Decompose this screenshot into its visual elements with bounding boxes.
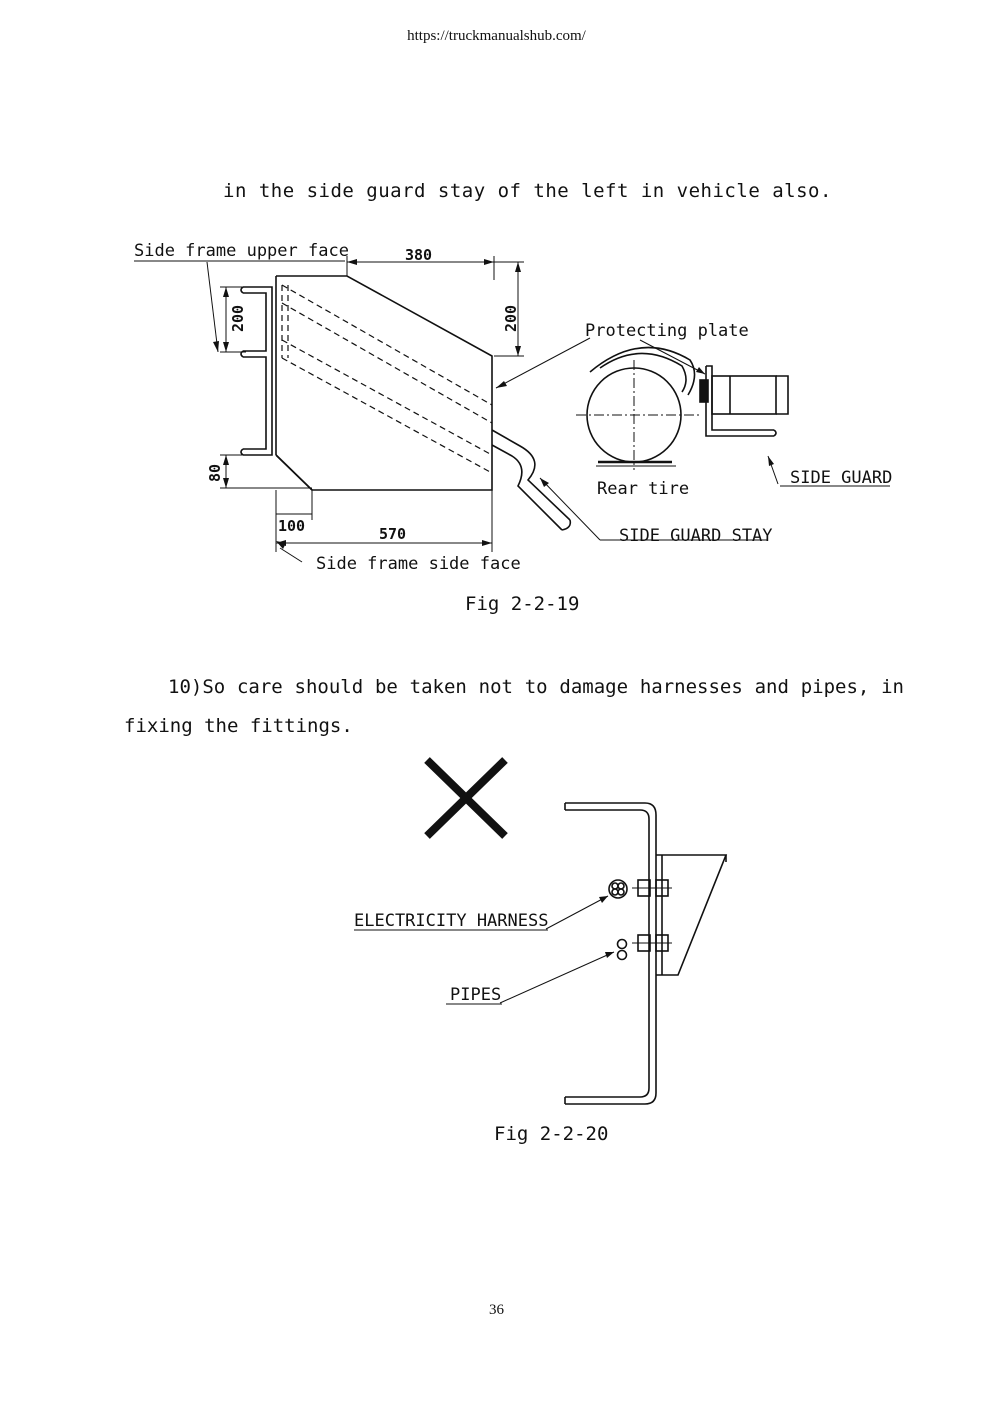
dim-bottom-height: 80 [206, 464, 224, 482]
figure2-caption: Fig 2-2-20 [494, 1123, 609, 1145]
dimension-arrows [213, 259, 774, 549]
figure-2-2-20: ELECTRICITY HARNESS PIPES [354, 757, 728, 1105]
dim-left-height: 200 [229, 305, 247, 332]
label-side-guard-stay: SIDE GUARD STAY [619, 526, 773, 546]
pipe-lower [616, 949, 628, 961]
dim-right-height: 200 [502, 305, 520, 332]
paragraph-line-2: fixing the fittings. [124, 715, 353, 737]
stay-plate-outline [275, 275, 493, 491]
frame-channel [243, 286, 273, 456]
header-url: https://truckmanualshub.com/ [407, 28, 586, 44]
label-protecting-plate: Protecting plate [585, 321, 749, 341]
label-side-frame-side-face: Side frame side face [316, 554, 521, 574]
page-number: 36 [489, 1302, 504, 1318]
intro-line: in the side guard stay of the left in ve… [223, 180, 832, 202]
label-side-frame-upper-face: Side frame upper face [134, 241, 349, 261]
label-electricity-harness: ELECTRICITY HARNESS [354, 911, 548, 931]
dim-bottom-long: 570 [379, 525, 406, 543]
dim-bottom-short: 100 [278, 517, 305, 535]
bracket [656, 854, 728, 976]
label-pipes: PIPES [450, 985, 501, 1005]
protecting-plate [589, 346, 696, 396]
frame-channel-2 [565, 802, 657, 1105]
paragraph-10: 10)So care should be taken not to damage… [124, 668, 904, 746]
paragraph-line-1: 10)So care should be taken not to damage… [168, 676, 904, 698]
figure-2-2-19: Side frame upper face Protecting plate S… [134, 241, 892, 574]
stay-tube [491, 429, 571, 521]
label-rear-tire: Rear tire [597, 479, 689, 499]
pipe-upper [616, 938, 628, 950]
stay-hidden-lines [281, 284, 493, 474]
label-side-guard: SIDE GUARD [790, 468, 892, 488]
x-mark-icon [424, 757, 508, 839]
dim-top-width: 380 [405, 246, 432, 264]
harness-bundle [608, 879, 628, 899]
rear-tire-detail [576, 346, 789, 470]
figure1-caption: Fig 2-2-19 [465, 593, 580, 615]
